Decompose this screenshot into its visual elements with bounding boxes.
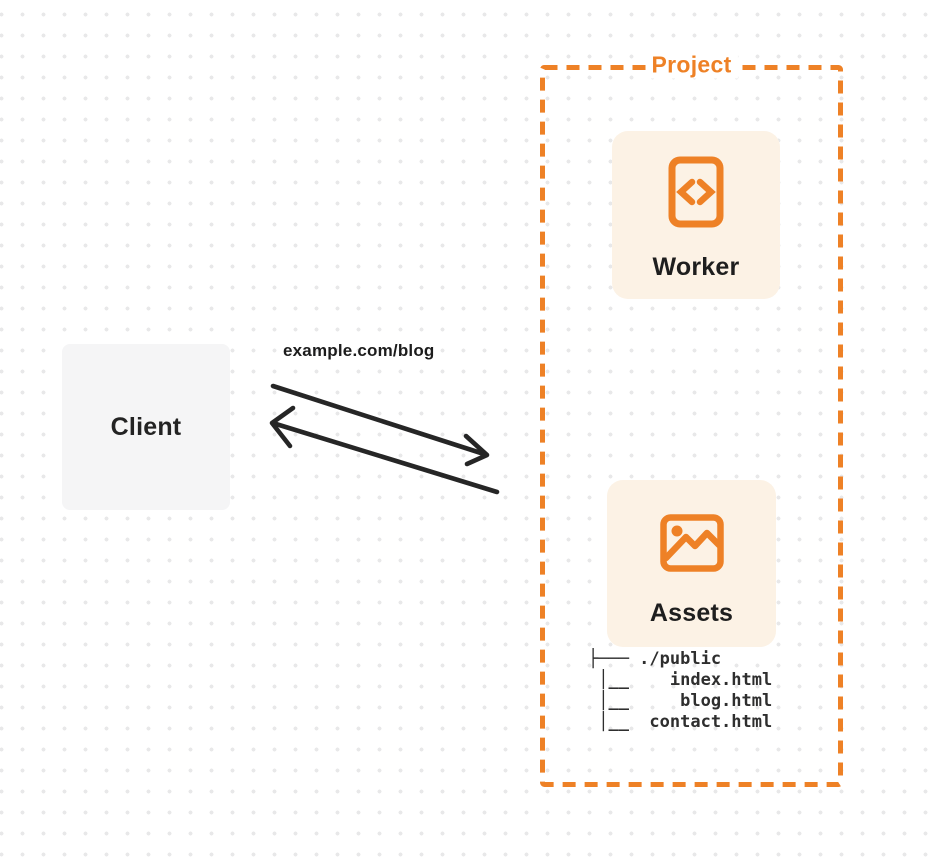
image-icon bbox=[659, 514, 724, 572]
project-label: Project bbox=[645, 51, 738, 79]
assets-file-tree: ├─── ./public │__ index.html │__ blog.ht… bbox=[588, 649, 772, 733]
file-tree-line-blog: │__ blog.html bbox=[588, 691, 773, 711]
request-url-label: example.com/blog bbox=[283, 341, 435, 360]
assets-card: Assets bbox=[607, 480, 776, 647]
code-file-icon bbox=[668, 156, 724, 228]
project-container: Project Worker Assets ├─── ./public │__ … bbox=[540, 51, 843, 787]
file-tree-line-contact: │__ contact.html bbox=[588, 712, 773, 732]
worker-label: Worker bbox=[652, 253, 740, 281]
client-label: Client bbox=[110, 412, 182, 441]
worker-card: Worker bbox=[612, 131, 780, 299]
assets-label: Assets bbox=[649, 599, 734, 627]
response-arrow-icon bbox=[269, 405, 500, 495]
file-tree-line-index: │__ index.html bbox=[588, 670, 773, 690]
client-box: Client bbox=[62, 344, 230, 510]
request-response-arrows bbox=[269, 383, 500, 495]
request-arrow-icon bbox=[270, 383, 490, 467]
file-tree-line-public: ├─── ./public bbox=[588, 649, 722, 669]
